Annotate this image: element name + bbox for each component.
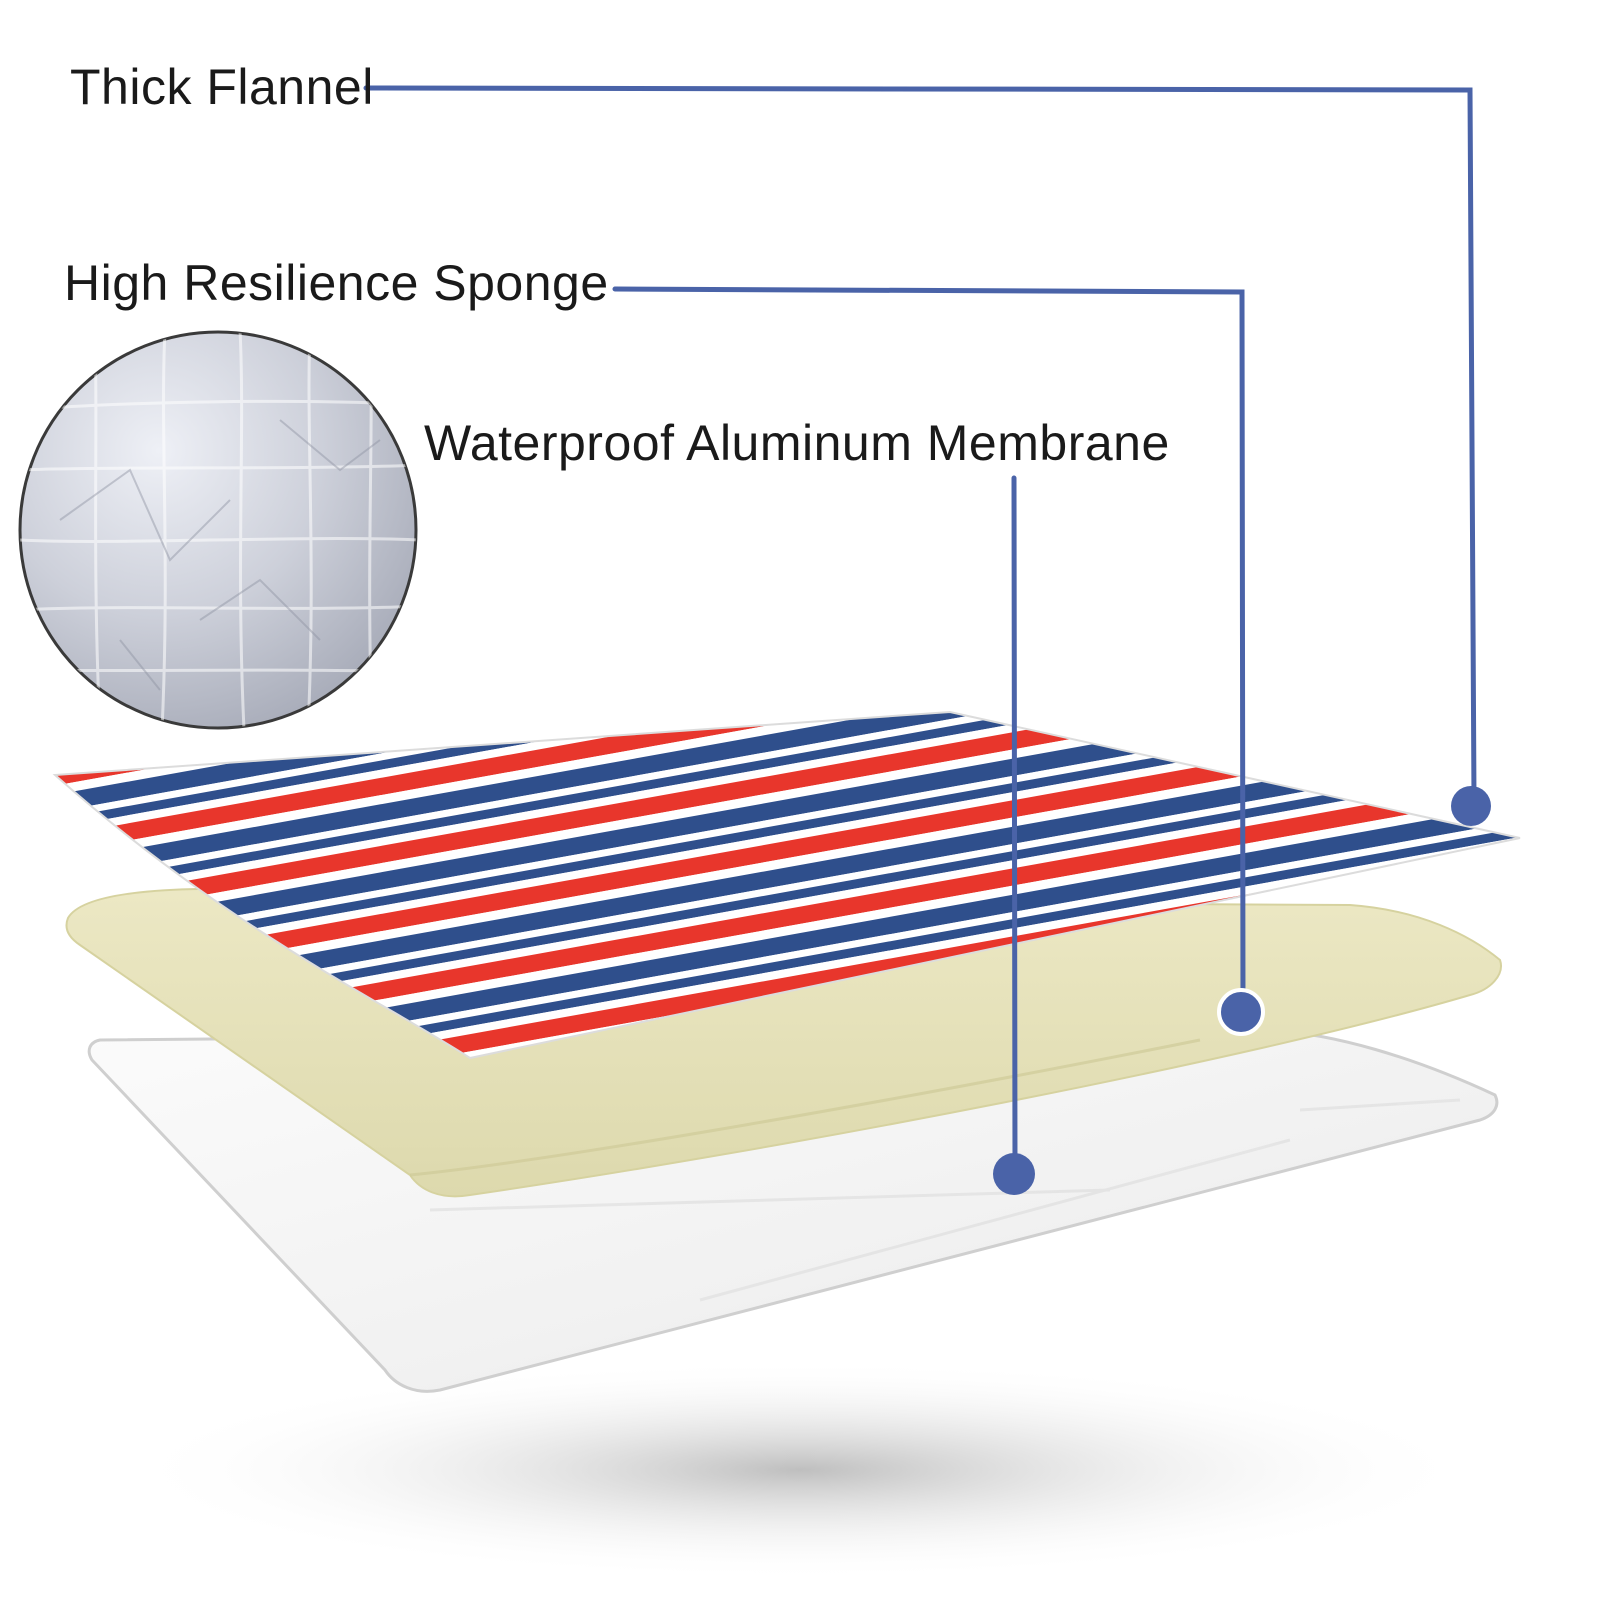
- flannel-stripe: [55, 712, 1520, 860]
- flannel-stripe: [55, 729, 1520, 1058]
- callout-lines: [363, 85, 1477, 1173]
- flannel-stripe: [55, 712, 1520, 1025]
- flannel-outline: [52, 710, 1521, 1060]
- flannel-callout-line: [363, 85, 1477, 803]
- membrane-callout-line: [1011, 475, 1018, 1173]
- sponge-edge: [409, 1038, 1201, 1177]
- flannel-stripe: [55, 712, 1520, 926]
- flannel-stripe: [55, 712, 1520, 844]
- membrane-folds: [429, 1098, 1461, 1302]
- flannel-stripe: [55, 712, 1520, 951]
- flannel-stripe: [55, 712, 1520, 851]
- flannel-stripe: [55, 738, 1520, 1058]
- ground-shadow: [120, 1360, 1480, 1580]
- foil-closeup: [18, 330, 418, 730]
- flannel-stripe: [55, 712, 1520, 893]
- membrane-marker-dot: [993, 1153, 1035, 1195]
- flannel-label: Thick Flannel: [70, 59, 374, 115]
- flannel-stripe: [55, 712, 1520, 934]
- sponge-marker-dot: [1217, 988, 1265, 1036]
- membrane-label: Waterproof Aluminum Membrane: [424, 415, 1170, 471]
- flannel-stripe: [55, 712, 1520, 917]
- flannel-stripe: [55, 712, 1520, 910]
- sponge-callout-line: [612, 286, 1246, 1011]
- sponge-label: High Resilience Sponge: [64, 255, 609, 311]
- flannel-marker-dot: [1451, 786, 1491, 826]
- flannel-stripe: [55, 712, 1520, 868]
